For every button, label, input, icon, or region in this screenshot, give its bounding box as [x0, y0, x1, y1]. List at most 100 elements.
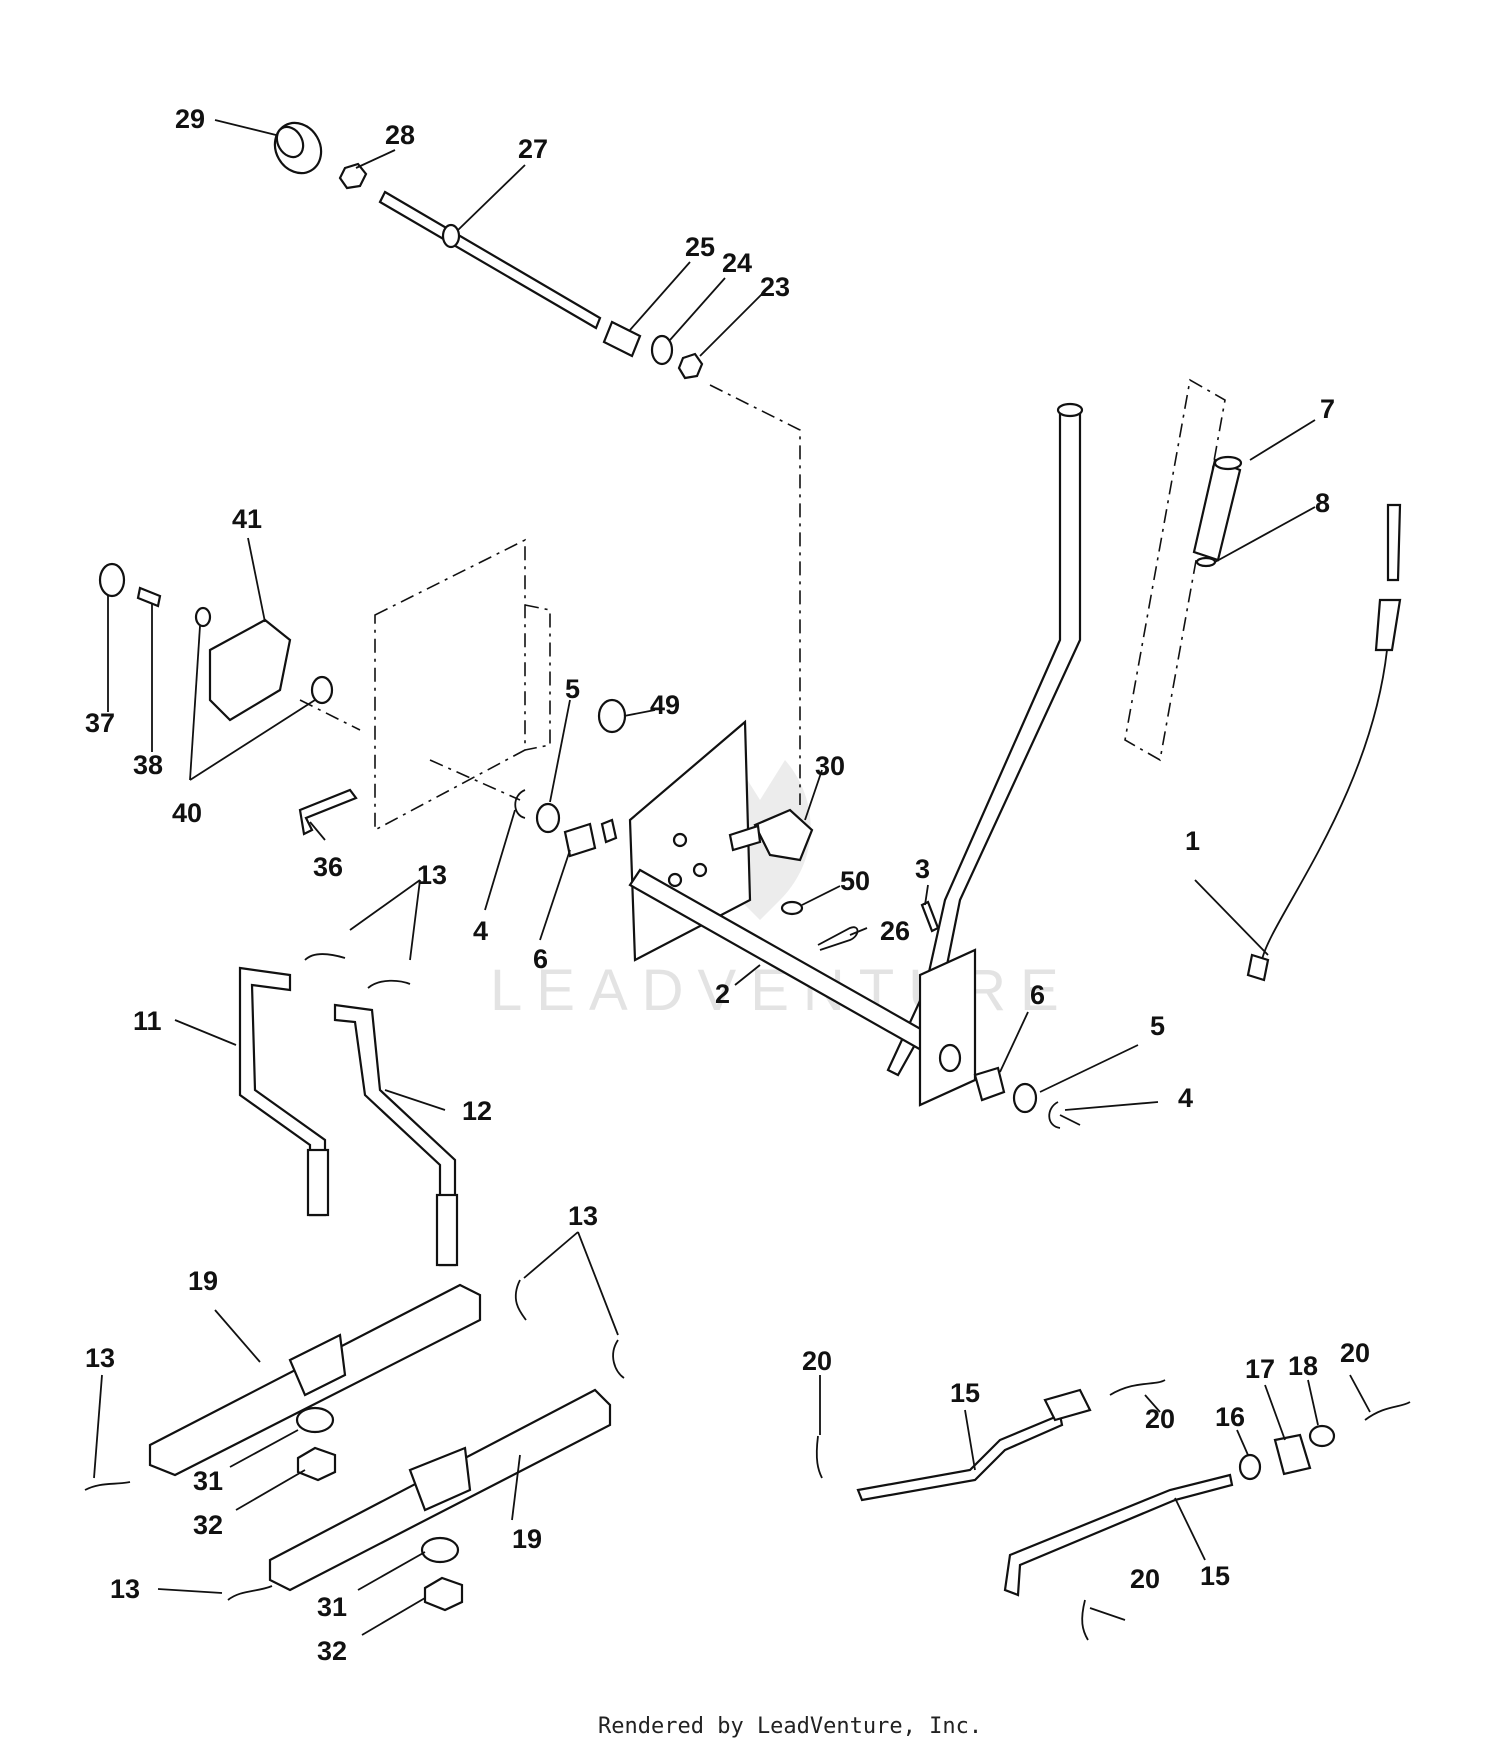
retainer-4b	[1048, 1101, 1061, 1129]
callout-2: 2	[715, 979, 730, 1009]
washer-40a	[194, 606, 212, 628]
ring-8	[1195, 556, 1217, 568]
callout-7: 7	[1320, 394, 1335, 424]
callout-31b: 31	[317, 1592, 347, 1622]
nut-28	[338, 162, 368, 190]
callout-6b: 6	[1030, 980, 1045, 1010]
ferrule-30	[728, 808, 814, 862]
callout-12: 12	[462, 1096, 492, 1126]
bushing-31b	[420, 1536, 460, 1564]
bushing-18	[1308, 1424, 1336, 1448]
clip-13e	[84, 1481, 131, 1491]
clip-13d	[612, 1339, 625, 1379]
callout-40: 40	[172, 798, 202, 828]
washer-16	[1238, 1453, 1262, 1481]
assembly-line-23-30	[709, 384, 801, 805]
callout-24: 24	[722, 248, 752, 278]
footer-credit: Rendered by LeadVenture, Inc.	[598, 1714, 982, 1739]
nut-23	[677, 352, 704, 380]
threaded-rod-27	[378, 190, 602, 330]
callout-37: 37	[85, 708, 115, 738]
washer-40b	[310, 675, 334, 705]
assembly-line-41-plate	[299, 699, 361, 731]
link-11	[238, 966, 330, 1217]
leader-lines	[93, 119, 1371, 1636]
callout-1: 1	[1185, 826, 1200, 856]
callout-13c: 13	[85, 1343, 115, 1373]
callout-13a: 13	[417, 860, 447, 890]
cotter-pin-26	[817, 926, 859, 951]
spring-25	[602, 320, 642, 358]
handle-outline	[1124, 378, 1226, 762]
callout-13d: 13	[110, 1574, 140, 1604]
callout-11: 11	[133, 1006, 162, 1036]
lift-arm-19a	[148, 1283, 482, 1477]
callout-49: 49	[650, 690, 680, 720]
pin-3	[920, 900, 940, 933]
callout-4b: 4	[1178, 1083, 1193, 1113]
callout-5b: 5	[1150, 1011, 1165, 1041]
callout-32b: 32	[317, 1636, 347, 1666]
rod-15a	[856, 1388, 1092, 1502]
callout-18: 18	[1288, 1351, 1318, 1381]
ring-37	[98, 562, 126, 598]
bushing-31a	[295, 1406, 335, 1434]
callout-20c: 20	[1340, 1338, 1370, 1368]
bushing-6a	[563, 822, 597, 858]
clip-13b	[367, 979, 411, 989]
callout-50: 50	[840, 866, 870, 896]
clip-13f	[227, 1585, 273, 1601]
shaft-2	[628, 868, 977, 1107]
callout-27: 27	[518, 134, 548, 164]
bracket-41	[208, 618, 292, 722]
nut-32a	[296, 1446, 337, 1482]
callout-labels: 29 28 27 25 24 23 7 8 41 37 38 40 5 49 3…	[85, 104, 1370, 1666]
clip-20b	[1109, 1379, 1166, 1396]
callout-6a: 6	[533, 944, 548, 974]
callout-23: 23	[760, 272, 790, 302]
clip-20a	[815, 1435, 823, 1479]
lift-lever	[886, 402, 1084, 1077]
bushing-6-left	[600, 818, 618, 844]
callout-31a: 31	[193, 1466, 223, 1496]
callout-41: 41	[232, 504, 262, 534]
callout-5a: 5	[565, 674, 580, 704]
callout-28: 28	[385, 120, 415, 150]
washer-50	[780, 900, 804, 916]
callout-17: 17	[1245, 1354, 1275, 1384]
nut-32b	[423, 1576, 464, 1612]
mounting-plate-outline	[374, 538, 551, 832]
washer-49	[597, 698, 627, 734]
callout-32a: 32	[193, 1510, 223, 1540]
callout-30: 30	[815, 751, 845, 781]
callout-4a: 4	[473, 916, 488, 946]
clip-13a	[304, 953, 346, 961]
callout-3: 3	[915, 854, 930, 884]
link-12	[333, 1003, 459, 1267]
grip-7	[1192, 455, 1243, 562]
callout-26: 26	[880, 916, 910, 946]
callout-19b: 19	[512, 1524, 542, 1554]
clip-20c	[1364, 1401, 1411, 1421]
lift-arm-19b	[268, 1388, 612, 1592]
assembly-line-plate-4	[429, 759, 521, 801]
callout-13b: 13	[568, 1201, 598, 1231]
rod-15b	[1003, 1473, 1234, 1597]
washer-5a	[535, 802, 561, 834]
clip-13c	[514, 1279, 527, 1321]
callout-20a: 20	[802, 1346, 832, 1376]
callout-29: 29	[175, 104, 205, 134]
retainer-4a	[514, 789, 526, 819]
washer-5b	[1012, 1082, 1038, 1114]
callout-20d: 20	[1130, 1564, 1160, 1594]
callout-19a: 19	[188, 1266, 218, 1296]
callout-15a: 15	[950, 1378, 980, 1408]
watermark: LEADVENTURE	[490, 760, 1059, 1023]
callout-16: 16	[1215, 1402, 1245, 1432]
bushing-6b	[973, 1066, 1006, 1102]
washer-24	[650, 334, 674, 366]
retainer-4b-tail	[1059, 1114, 1081, 1126]
block-17	[1273, 1433, 1312, 1476]
callout-36: 36	[313, 852, 343, 882]
